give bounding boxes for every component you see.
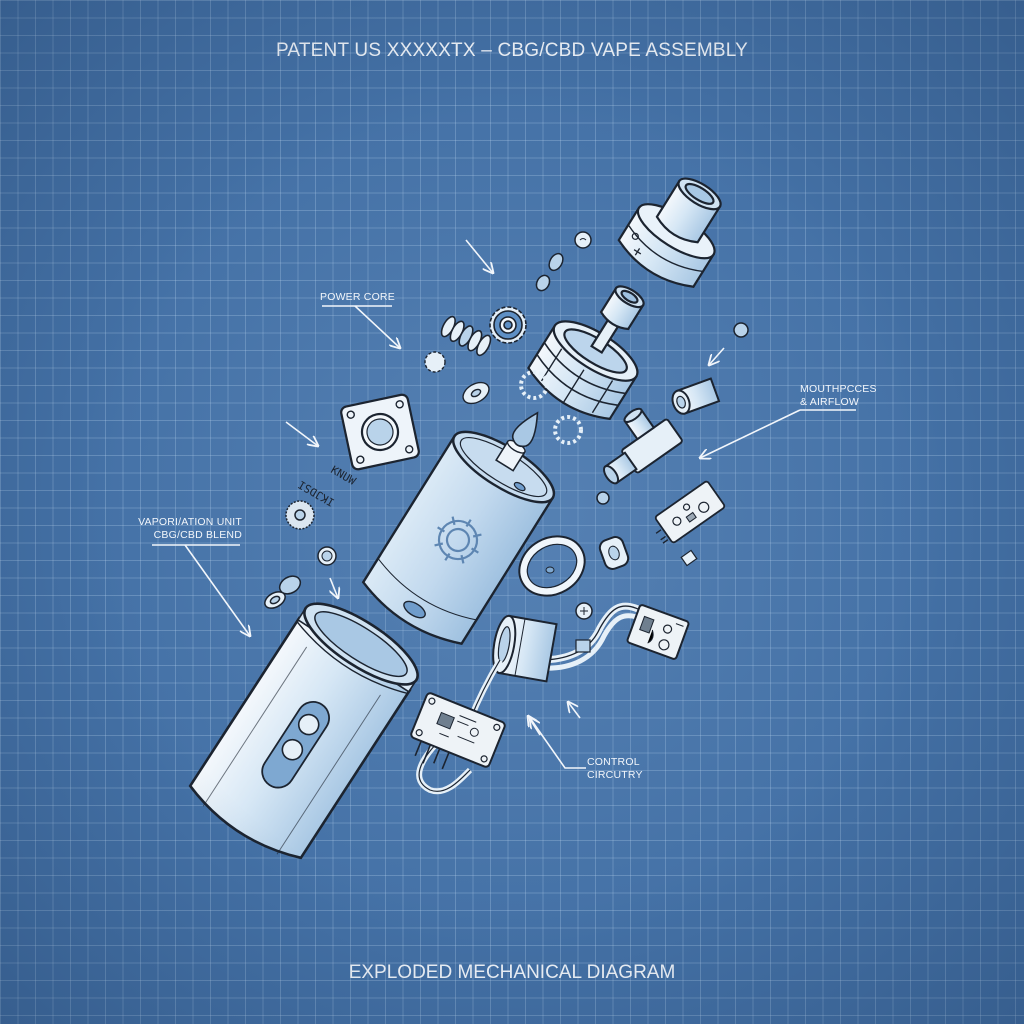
spring-icon [440, 315, 492, 357]
label-control-circuitry: CONTROL CIRCUTRY [587, 756, 643, 782]
leader-lines [152, 239, 856, 769]
mount-plate-icon [340, 393, 420, 471]
label-mouthpieces-airflow: MOUTHPCCES & AIRFLOW [800, 383, 877, 409]
circuit-board-icon [654, 480, 726, 544]
label-mouthpieces-line1: MOUTHPCCES [800, 383, 877, 395]
screw-icon [535, 231, 749, 620]
gear-icon [424, 351, 583, 445]
label-power-core: POWER CORE [320, 291, 395, 303]
label-vaporization-line2: CBG/CBD BLEND [153, 529, 242, 541]
diagram-footer: EXPLODED MECHANICAL DIAGRAM [348, 962, 676, 983]
atomizer-icon [527, 285, 645, 421]
gear-icon [489, 306, 527, 344]
label-control-line2: CIRCUTRY [587, 769, 643, 781]
airflow-adapter-icon [602, 407, 683, 485]
washer-icon: KNUW IKJDSI [264, 463, 358, 609]
mouthpiece-cap-icon [617, 177, 722, 288]
circuit-board-icon [626, 604, 690, 660]
diagram-title: PATENT US XXXXXTX – CBG/CBD VAPE ASSEMBL… [275, 40, 749, 61]
circuit-board-icon [410, 692, 506, 770]
housing-tube-icon [188, 602, 419, 860]
label-mouthpieces-line2: & AIRFLOW [800, 396, 859, 408]
o-ring-icon [518, 535, 698, 597]
label-vaporization-unit: VAPORI/ATION UNIT CBG/CBD BLEND [138, 516, 242, 542]
label-control-line1: CONTROL [587, 756, 640, 768]
battery-icon [361, 411, 556, 646]
gear-emblem-icon [434, 516, 482, 564]
bushing-icon [671, 377, 721, 415]
label-vaporization-line1: VAPORI/ATION UNIT [138, 516, 242, 528]
